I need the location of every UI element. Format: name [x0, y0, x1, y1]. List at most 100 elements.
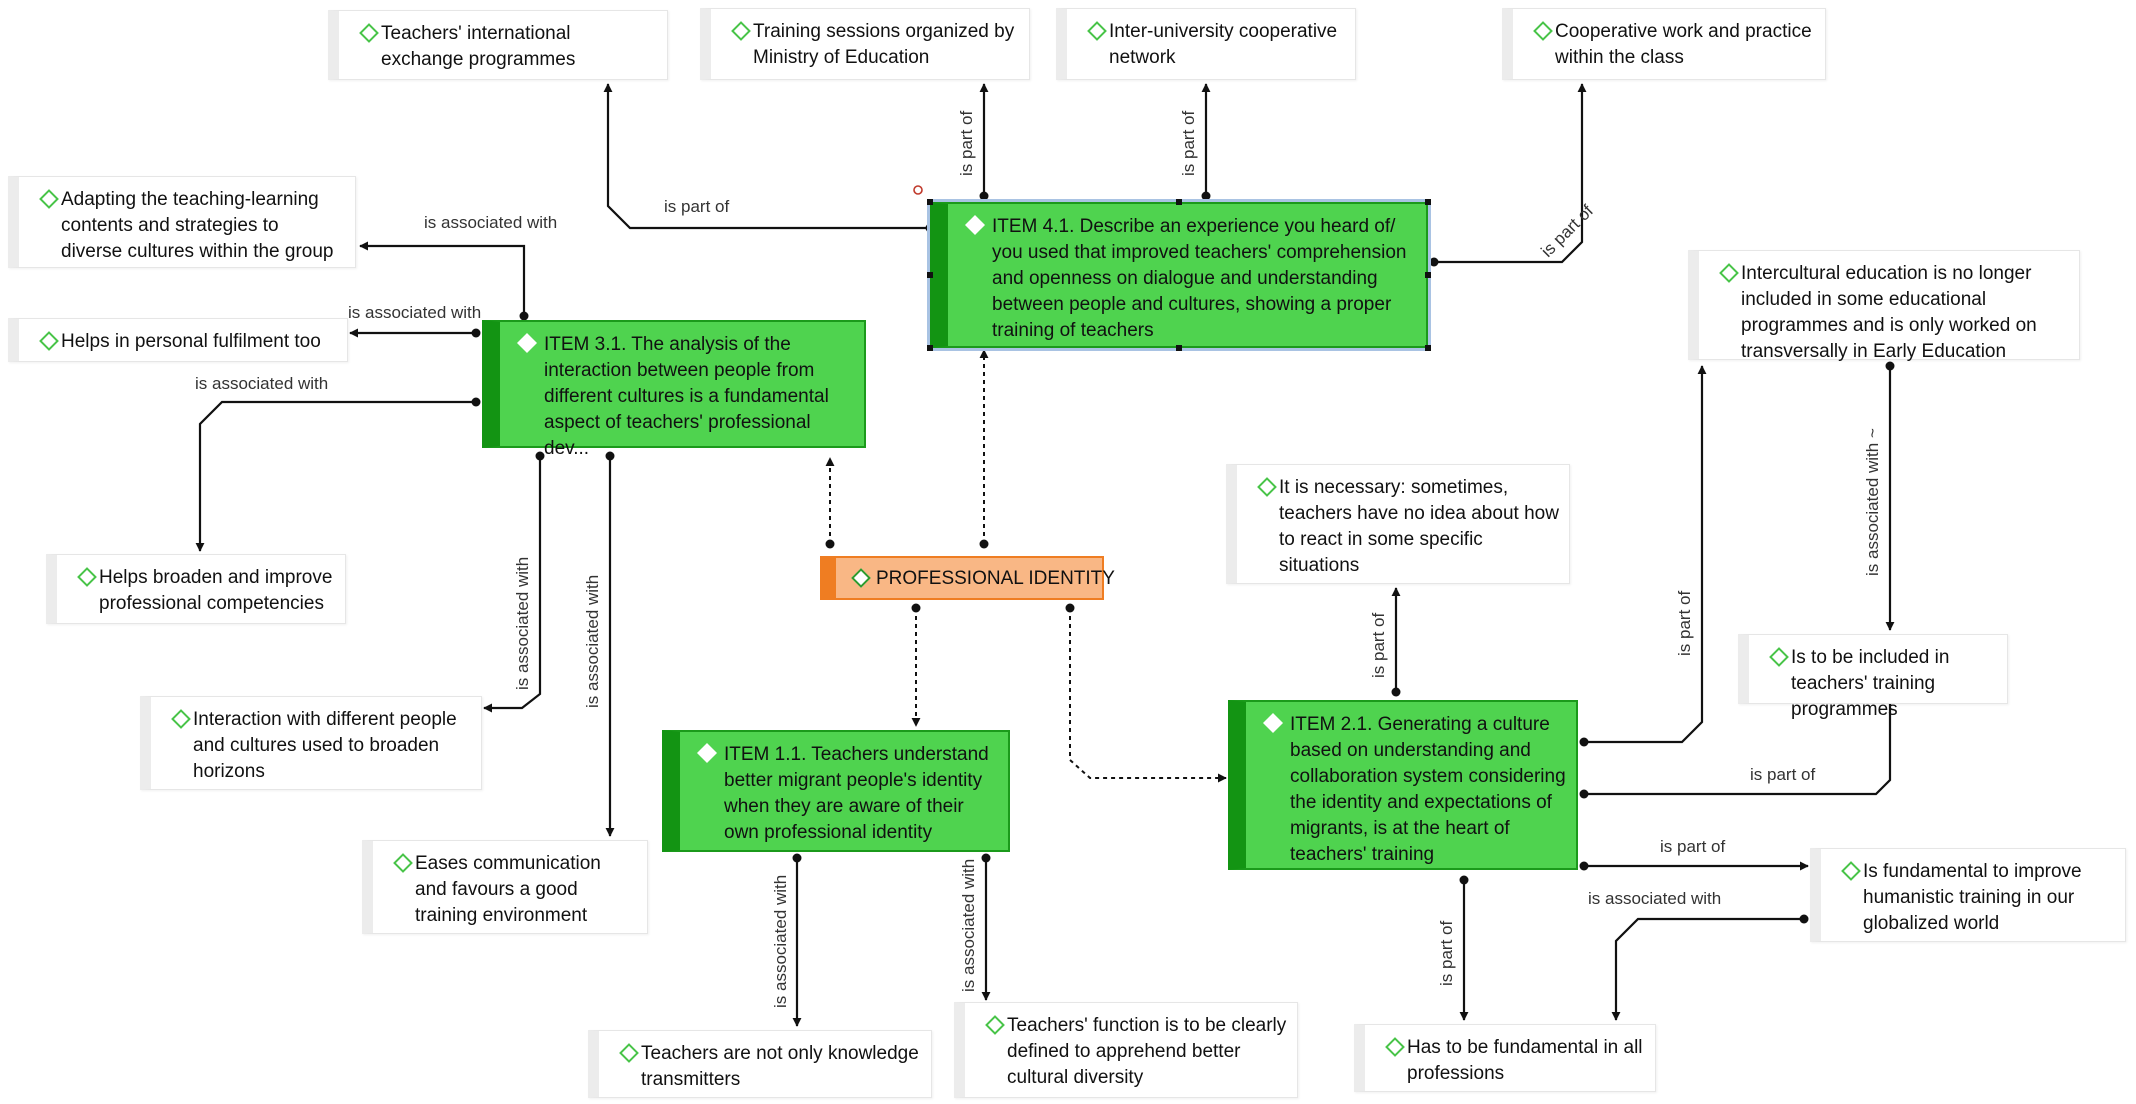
node-text: Cooperative work and practice within the…	[1555, 21, 1812, 68]
selection-handle[interactable]	[927, 345, 933, 351]
node-eases[interactable]: Eases communication and favours a good t…	[362, 840, 648, 934]
node-text: Is to be included in teachers' training …	[1791, 647, 1950, 720]
label-humanistic-allprof: is associated with	[1588, 889, 1721, 908]
diamond-icon	[985, 1015, 1005, 1035]
node-text: Is fundamental to improve humanistic tra…	[1863, 861, 2082, 934]
node-text: Interaction with different people and cu…	[193, 709, 457, 782]
diamond-icon	[1769, 647, 1789, 667]
diamond-icon	[517, 333, 537, 353]
node-text: ITEM 1.1. Teachers understand better mig…	[724, 744, 989, 843]
node-allprof[interactable]: Has to be fundamental in all professions	[1354, 1024, 1656, 1092]
selection-handle[interactable]	[1176, 199, 1182, 205]
link-item31-broaden	[195, 400, 476, 552]
node-included[interactable]: Is to be included in teachers' training …	[1738, 634, 2008, 720]
node-text: Teachers are not only knowledge transmit…	[641, 1043, 919, 1090]
node-adapting[interactable]: Adapting the teaching-learning contents …	[8, 176, 356, 268]
node-text: Eases communication and favours a good t…	[415, 853, 601, 926]
node-text: Teachers' function is to be clearly defi…	[1007, 1015, 1287, 1088]
node-text: Has to be fundamental in all professions	[1407, 1037, 1643, 1084]
selection-handle[interactable]	[1425, 345, 1431, 351]
label-included: is part of	[1750, 765, 1815, 784]
label-broaden: is associated with	[195, 374, 328, 393]
label-fulfilment: is associated with	[348, 303, 481, 322]
diamond-icon	[393, 853, 413, 873]
node-item11[interactable]: ITEM 1.1. Teachers understand better mig…	[662, 730, 1010, 852]
node-text: Intercultural education is no longer inc…	[1741, 263, 2037, 362]
diamond-icon	[359, 23, 379, 43]
diamond-icon	[1841, 861, 1861, 881]
diamond-icon	[1257, 477, 1277, 497]
label-humanistic: is part of	[1660, 837, 1725, 856]
selection-handle[interactable]	[1425, 272, 1431, 278]
label-eases: is associated with	[583, 575, 602, 708]
diamond-icon	[1263, 713, 1283, 733]
node-item41[interactable]: ITEM 4.1. Describe an experience you hea…	[927, 199, 1431, 351]
node-text: Adapting the teaching-learning contents …	[61, 189, 334, 262]
label-allprof: is part of	[1437, 921, 1456, 986]
node-text: ITEM 3.1. The analysis of the interactio…	[544, 334, 829, 459]
node-professional-identity[interactable]: PROFESSIONAL IDENTITY	[820, 556, 1115, 600]
node-text: It is necessary: sometimes, teachers hav…	[1279, 477, 1559, 576]
diamond-icon	[171, 709, 191, 729]
node-humanistic[interactable]: Is fundamental to improve humanistic tra…	[1810, 848, 2126, 942]
label-knowledge: is associated with	[771, 875, 790, 1008]
node-text: Teachers' international exchange program…	[381, 23, 576, 70]
node-fulfilment[interactable]: Helps in personal fulfilment too	[8, 318, 348, 362]
node-intercultural[interactable]: Intercultural education is no longer inc…	[1688, 250, 2080, 362]
label-interuni: is part of	[1179, 111, 1198, 176]
diamond-icon	[1385, 1037, 1405, 1057]
link-item41-cooperative	[1434, 83, 1587, 264]
link-item31-interaction	[483, 456, 542, 713]
diamond-icon	[697, 743, 717, 763]
label-intercultural: is part of	[1675, 591, 1694, 656]
node-text: Training sessions organized by Ministry …	[753, 21, 1015, 68]
diamond-icon	[1087, 21, 1107, 41]
link-humanistic-allprof	[1611, 917, 1804, 1021]
selection-handle[interactable]	[1425, 199, 1431, 205]
node-necessary[interactable]: It is necessary: sometimes, teachers hav…	[1226, 464, 1570, 584]
node-text: Helps broaden and improve professional c…	[99, 567, 333, 614]
link-item21-included	[1584, 673, 1895, 796]
diamond-icon	[1719, 263, 1739, 283]
label-necessary: is part of	[1369, 613, 1388, 678]
diamond-icon	[619, 1043, 639, 1063]
diamond-icon	[731, 21, 751, 41]
diamond-icon	[77, 567, 97, 587]
node-text: Inter-university cooperative network	[1109, 21, 1338, 68]
node-text: ITEM 4.1. Describe an experience you hea…	[992, 216, 1407, 341]
link-item21-intercultural	[1584, 365, 1707, 744]
node-interuni[interactable]: Inter-university cooperative network	[1056, 8, 1356, 80]
node-exchange[interactable]: Teachers' international exchange program…	[328, 10, 668, 80]
node-cooperative[interactable]: Cooperative work and practice within the…	[1502, 8, 1826, 80]
node-knowledge[interactable]: Teachers are not only knowledge transmit…	[588, 1030, 932, 1098]
node-text: Helps in personal fulfilment too	[61, 331, 321, 352]
selection-handle[interactable]	[927, 199, 933, 205]
node-text: ITEM 2.1. Generating a culture based on …	[1290, 714, 1566, 865]
label-function: is associated with	[959, 859, 978, 992]
node-item21[interactable]: ITEM 2.1. Generating a culture based on …	[1228, 700, 1578, 870]
node-text: PROFESSIONAL IDENTITY	[876, 568, 1115, 589]
diamond-icon	[851, 568, 871, 588]
node-broaden[interactable]: Helps broaden and improve professional c…	[46, 554, 346, 624]
link-hub-item21	[1069, 608, 1227, 783]
diamond-icon	[1533, 21, 1553, 41]
link-item31-adapting	[359, 241, 526, 316]
node-interaction[interactable]: Interaction with different people and cu…	[140, 696, 482, 790]
label-cooperative: is part of	[1537, 201, 1597, 261]
node-function[interactable]: Teachers' function is to be clearly defi…	[954, 1002, 1298, 1098]
diamond-icon	[965, 215, 985, 235]
label-intercultural-included: is associated with ~	[1863, 428, 1882, 576]
anchor-marker	[913, 185, 923, 195]
label-ministry: is part of	[957, 111, 976, 176]
diamond-icon	[39, 189, 59, 209]
diamond-icon	[39, 331, 59, 351]
node-ministry[interactable]: Training sessions organized by Ministry …	[700, 8, 1030, 80]
selection-handle[interactable]	[1176, 345, 1182, 351]
label-adapting: is associated with	[424, 213, 557, 232]
node-item31[interactable]: ITEM 3.1. The analysis of the interactio…	[482, 320, 866, 459]
label-interaction: is associated with	[513, 557, 532, 690]
selection-handle[interactable]	[927, 272, 933, 278]
link-item41-exchange	[603, 83, 930, 230]
label-exchange: is part of	[664, 197, 729, 216]
